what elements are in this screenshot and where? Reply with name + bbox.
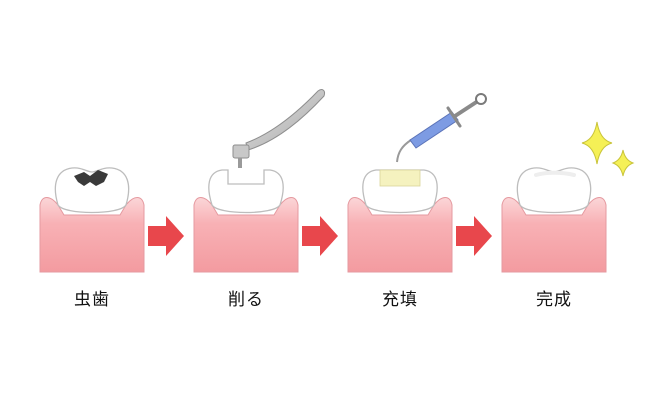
tooth — [54, 167, 130, 214]
handpiece-body — [245, 89, 325, 151]
sparkle-icon — [611, 149, 635, 177]
syringe-barrel — [409, 111, 459, 149]
step-drilled — [193, 169, 299, 273]
syringe-plunger — [453, 99, 480, 118]
drill-bit — [238, 158, 242, 168]
step-label-decayed: 虫歯 — [74, 290, 110, 310]
tooth — [516, 167, 592, 214]
sparkles — [581, 121, 635, 177]
syringe-needle — [396, 139, 412, 163]
step-label-drill: 削る — [228, 290, 264, 310]
syringe-flange — [446, 106, 462, 128]
arrow-right-icon — [456, 216, 492, 256]
step-label-complete: 完成 — [536, 290, 572, 310]
cavity — [74, 170, 108, 186]
arrow-right-icon — [148, 216, 184, 256]
step-restored — [501, 167, 607, 273]
handpiece-head — [232, 144, 250, 159]
filling — [379, 169, 421, 187]
syringe-thumb-ring — [475, 93, 487, 105]
step-label-fill: 充填 — [382, 290, 418, 310]
step-filled — [347, 169, 453, 273]
dental-drill-icon — [232, 89, 325, 168]
drilled-tooth — [208, 169, 284, 214]
step-decayed — [39, 167, 145, 273]
syringe-icon — [396, 93, 487, 163]
arrow-right-icon — [302, 216, 338, 256]
tooth-shine — [534, 170, 576, 177]
sparkle-icon — [581, 121, 613, 165]
